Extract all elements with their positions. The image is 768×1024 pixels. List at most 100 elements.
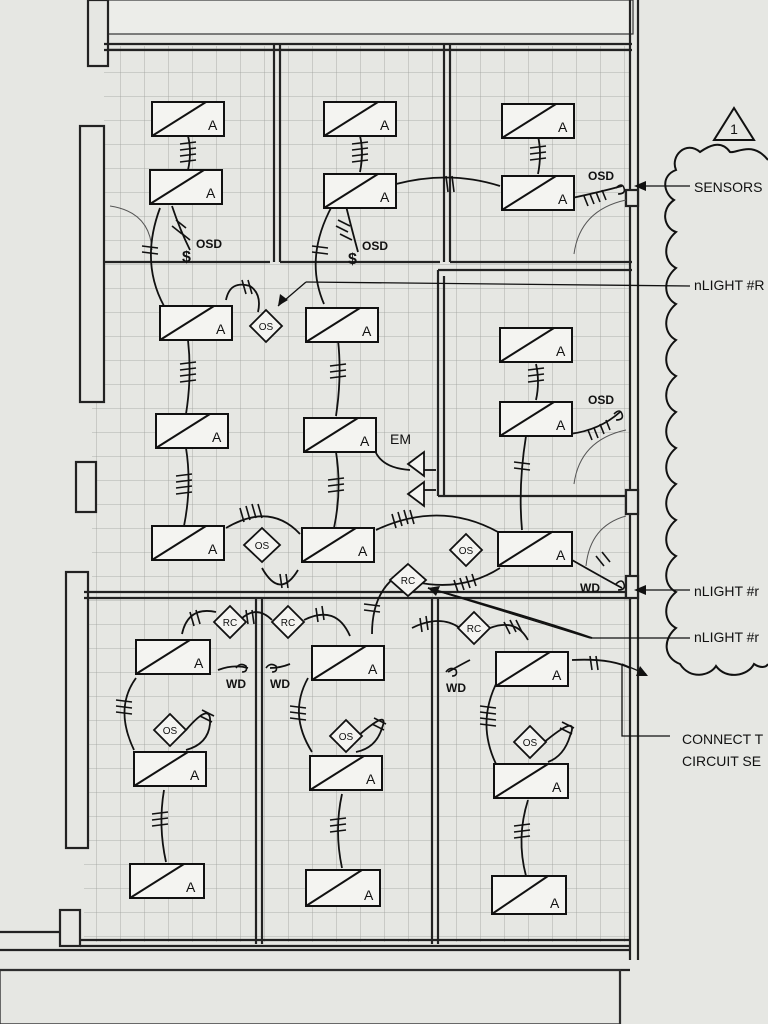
nlight-callout: nLIGHT #r xyxy=(694,583,759,599)
fixture-a xyxy=(501,103,575,139)
device-text-labels: OSD OSD OSD OSD WD WD WD WD EM xyxy=(196,169,614,695)
osd-label: OSD xyxy=(588,169,614,183)
fixture-type-label: A xyxy=(216,321,226,337)
nlight-callout: nLIGHT #r xyxy=(694,629,759,645)
revision-delta: 1 xyxy=(712,106,756,141)
fixture-a xyxy=(491,875,567,915)
occupancy-sensor xyxy=(152,712,188,748)
fixture-a xyxy=(323,173,397,209)
fixture-a xyxy=(309,755,383,791)
fixture-type-label: A xyxy=(208,541,218,557)
fixture-a xyxy=(499,327,573,363)
fixture-type-label: A xyxy=(190,767,200,783)
fixture-type-label: A xyxy=(558,119,568,135)
switch-symbol: $ xyxy=(182,249,191,266)
fixture-type-label: A xyxy=(368,661,378,677)
fixture-type-label: A xyxy=(556,547,566,563)
emergency-heads xyxy=(406,450,436,508)
device-labels: OS OS OS OS OS OS RC RC RC RC xyxy=(163,322,538,749)
fixture-a xyxy=(499,401,573,437)
room-controller xyxy=(456,610,492,646)
rc-label: RC xyxy=(281,618,295,629)
fixture-type-label: A xyxy=(556,417,566,433)
fixture-a xyxy=(149,169,223,205)
fixture-type-label: A xyxy=(558,191,568,207)
fixture-a xyxy=(135,639,211,675)
os-label: OS xyxy=(259,322,274,333)
wd-label: WD xyxy=(580,581,600,595)
fixture-a xyxy=(497,531,573,567)
connect-callout-line1: CONNECT T xyxy=(682,731,764,747)
fixture-a xyxy=(323,101,397,137)
fixture-a xyxy=(493,763,569,799)
switch-symbol: $ xyxy=(348,251,357,268)
osd-label: OSD xyxy=(362,239,388,253)
top-title-block xyxy=(107,0,634,35)
fixture-a xyxy=(501,175,575,211)
fixture-a xyxy=(305,869,381,907)
occupancy-sensor xyxy=(448,532,484,568)
wd-label: WD xyxy=(270,677,290,691)
fixture-type-label: A xyxy=(366,771,376,787)
rc-label: RC xyxy=(401,576,415,587)
em-label: EM xyxy=(390,431,411,447)
wd-label: WD xyxy=(226,677,246,691)
connector-curls xyxy=(235,184,626,677)
revision-cloud xyxy=(664,143,768,676)
fixture-a xyxy=(159,305,233,341)
fixture-a xyxy=(303,417,377,453)
fixture-a xyxy=(495,651,569,687)
rc-label: RC xyxy=(467,624,481,635)
bottom-border xyxy=(0,969,621,1024)
fixture-a xyxy=(151,525,225,561)
fixture-labels: A A A A A A A A A A A A A A A A A A A A … xyxy=(186,117,568,911)
room-controller xyxy=(388,562,428,598)
os-label: OS xyxy=(523,738,538,749)
os-label: OS xyxy=(255,541,270,552)
rc-label: RC xyxy=(223,618,237,629)
leader-arrowheads xyxy=(278,181,648,676)
os-label: OS xyxy=(339,732,354,743)
occupancy-sensor xyxy=(248,308,284,344)
fixture-type-label: A xyxy=(364,887,374,903)
fixture-type-label: A xyxy=(380,189,390,205)
callout-text: SENSORS nLIGHT #R nLIGHT #r nLIGHT #r CO… xyxy=(682,179,765,769)
fixture-a xyxy=(301,527,375,563)
os-label: OS xyxy=(163,726,178,737)
nlight-callout: nLIGHT #R xyxy=(694,277,765,293)
connect-callout-line2: CIRCUIT SE xyxy=(682,753,761,769)
fixture-type-label: A xyxy=(552,667,562,683)
switch-symbols: $ $ xyxy=(182,249,357,268)
fixture-a xyxy=(133,751,207,787)
fixture-type-label: A xyxy=(212,429,222,445)
fixture-type-label: A xyxy=(358,543,368,559)
fixture-type-label: A xyxy=(362,323,372,339)
fixture-a xyxy=(129,863,205,899)
fixture-a xyxy=(311,645,385,681)
fixture-a xyxy=(305,307,379,343)
room-controller xyxy=(212,604,248,640)
walls xyxy=(0,0,640,1024)
conductor-ticks xyxy=(115,141,611,839)
osd-label: OSD xyxy=(196,237,222,251)
osd-label: OSD xyxy=(588,393,614,407)
fixture-type-label: A xyxy=(552,779,562,795)
fixture-type-label: A xyxy=(194,655,204,671)
control-devices xyxy=(152,308,548,760)
fixture-a xyxy=(151,101,225,137)
fixture-type-label: A xyxy=(206,185,216,201)
wd-label: WD xyxy=(446,681,466,695)
occupancy-sensor xyxy=(512,724,548,760)
fixture-type-label: A xyxy=(556,343,566,359)
os-label: OS xyxy=(459,546,474,557)
fixture-type-label: A xyxy=(380,117,390,133)
fixture-type-label: A xyxy=(186,879,196,895)
fixture-a xyxy=(155,413,229,449)
light-fixtures xyxy=(129,101,575,915)
room-controller xyxy=(270,604,306,640)
revision-number: 1 xyxy=(730,121,738,137)
occupancy-sensor xyxy=(328,718,364,754)
occupancy-sensor xyxy=(242,526,282,564)
fixture-type-label: A xyxy=(360,433,370,449)
